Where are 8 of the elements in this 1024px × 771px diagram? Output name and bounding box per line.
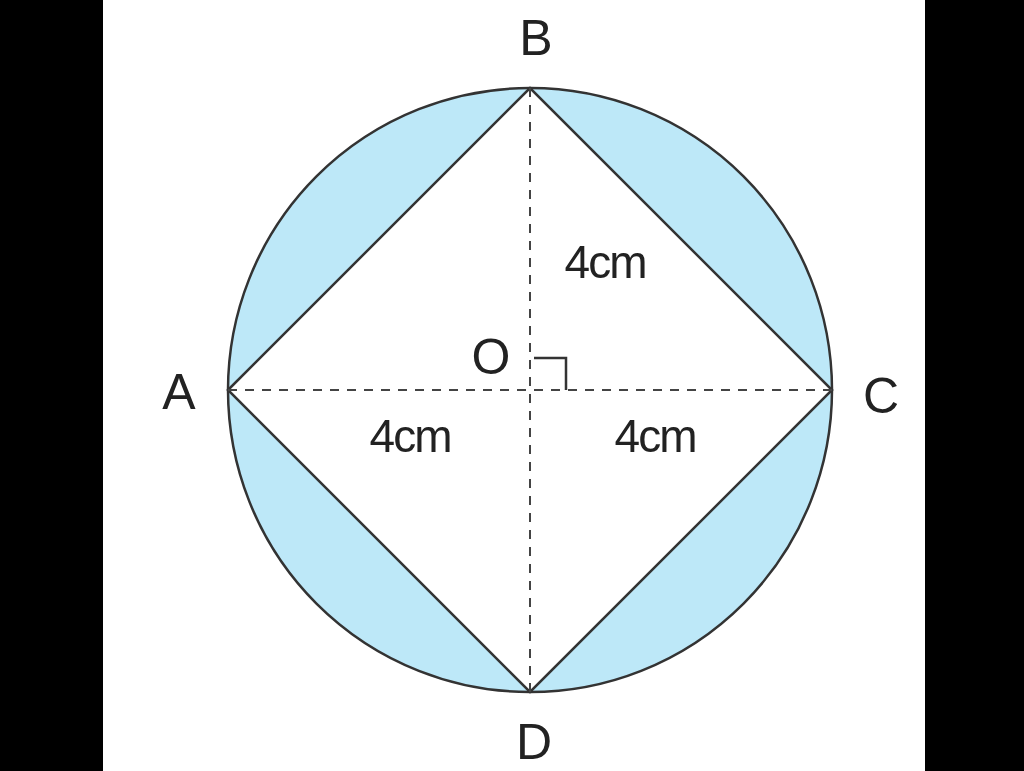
dimension-label: 4cm [369,413,451,459]
point-label: C [862,371,898,421]
point-label: O [471,332,509,382]
point-label: A [162,367,194,417]
dimension-label: 4cm [614,413,696,459]
point-label: D [515,717,551,767]
point-label: B [519,13,551,63]
dimension-label: 4cm [564,239,646,285]
